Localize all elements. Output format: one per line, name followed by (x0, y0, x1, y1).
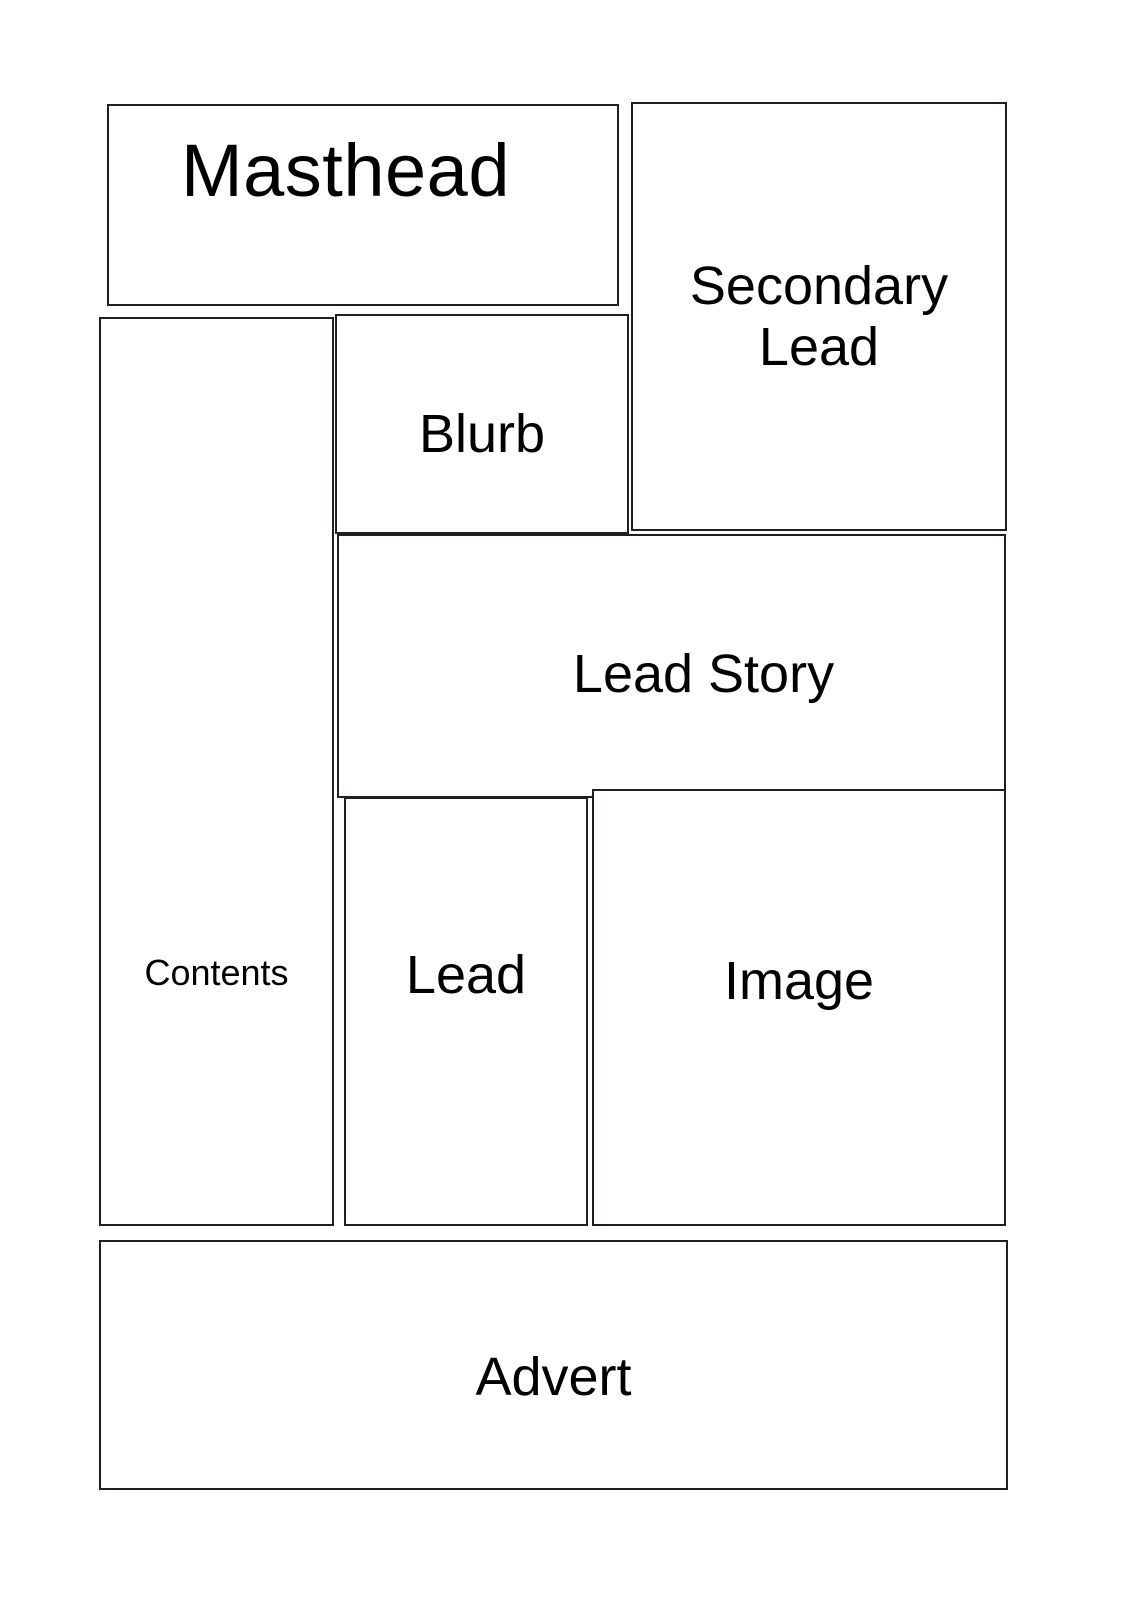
layout-region-masthead[interactable]: Masthead (107, 104, 619, 306)
layout-region-lead[interactable]: Lead (344, 797, 588, 1226)
layout-region-secondary-lead[interactable]: Secondary Lead (631, 102, 1007, 531)
layout-region-blurb-label: Blurb (418, 403, 546, 464)
layout-region-contents[interactable]: Contents (99, 317, 334, 1226)
layout-region-secondary-lead-label: Secondary Lead (689, 256, 949, 377)
layout-region-lead-label: Lead (405, 945, 527, 1006)
layout-region-image[interactable]: Image (592, 789, 1006, 1226)
layout-region-blurb[interactable]: Blurb (335, 314, 629, 534)
layout-region-contents-label: Contents (144, 952, 289, 994)
layout-region-advert-label: Advert (475, 1346, 632, 1407)
layout-region-lead-story[interactable]: Lead Story (337, 534, 1006, 798)
layout-region-advert[interactable]: Advert (99, 1240, 1008, 1490)
layout-region-image-label: Image (723, 951, 875, 1012)
layout-region-masthead-label: Masthead (181, 129, 510, 212)
layout-region-lead-story-label: Lead Story (572, 643, 835, 704)
